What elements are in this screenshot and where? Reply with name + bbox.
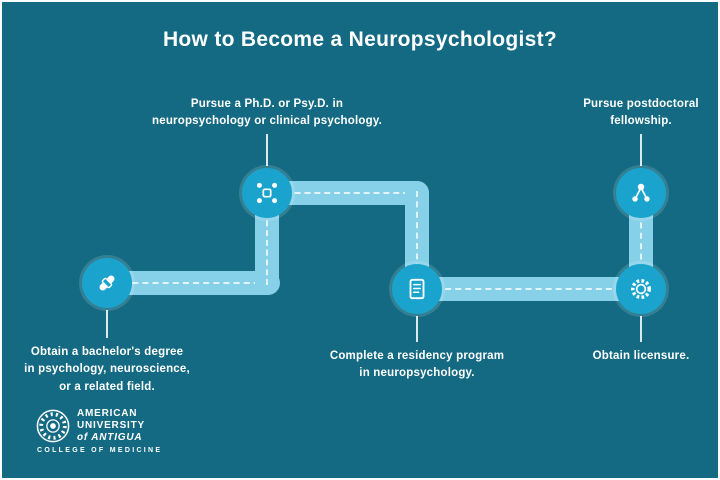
university-seal-icon [36, 409, 70, 443]
step-node-phd [242, 168, 292, 218]
path-dashes [416, 191, 418, 301]
logo-name-line: UNIVERSITY [77, 419, 146, 431]
label-connector [266, 134, 268, 166]
logo-subtitle: COLLEGE OF MEDICINE [37, 447, 163, 455]
step-node-licensure [616, 264, 666, 314]
path-dashes [265, 192, 419, 194]
step-label-bachelors: Obtain a bachelor's degree in psychology… [24, 346, 190, 393]
step-label-fellowship: Pursue postdoctoral fellowship. [583, 98, 699, 128]
path-dashes [266, 191, 268, 285]
label-connector [106, 310, 108, 338]
step-label-phd: Pursue a Ph.D. or Psy.D. in neuropsychol… [152, 98, 382, 128]
diploma-icon [99, 275, 115, 291]
label-connector [640, 316, 642, 342]
path-dashes [112, 282, 270, 284]
step-node-residency [392, 264, 442, 314]
page-title: How to Become a Neuropsychologist? [162, 28, 558, 51]
label-connector [640, 134, 642, 166]
path-dashes [640, 191, 642, 291]
label-connector [416, 316, 418, 342]
logo-name-line: AMERICAN [77, 408, 138, 419]
network-icon [632, 183, 650, 202]
step-node-bachelors [82, 258, 132, 308]
logo-name-line: of ANTIGUA [77, 431, 143, 443]
step-label-residency: Complete a residency program in neuropsy… [329, 350, 505, 380]
university-logo: AMERICAN UNIVERSITY of ANTIGUA COLLEGE O… [36, 408, 176, 454]
badge-icon [631, 279, 651, 299]
path-segment [405, 277, 652, 301]
path-dashes [415, 288, 642, 290]
meeting-icon [256, 182, 278, 204]
document-icon [409, 278, 425, 300]
logo-name-block: AMERICAN UNIVERSITY of ANTIGUA [77, 408, 145, 443]
step-label-licensure: Obtain licensure. [592, 350, 690, 362]
step-node-fellowship [616, 168, 666, 218]
